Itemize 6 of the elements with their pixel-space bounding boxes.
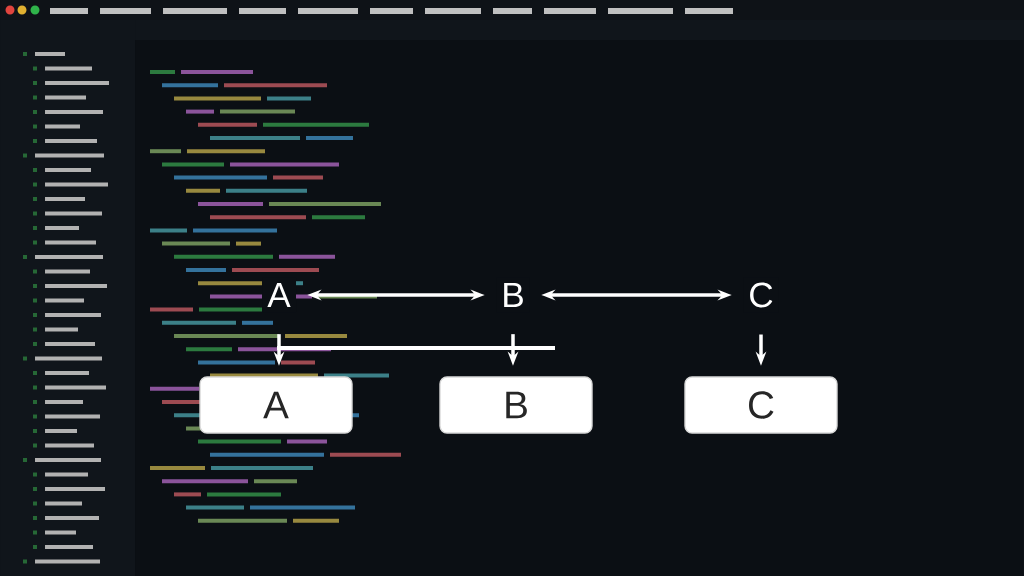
label-box: B [439, 376, 593, 434]
label-box: A [199, 376, 353, 434]
letter-label: C [743, 277, 779, 313]
letter-label: B [496, 277, 530, 313]
label-box: C [684, 376, 838, 434]
letter-label: A [262, 277, 296, 313]
